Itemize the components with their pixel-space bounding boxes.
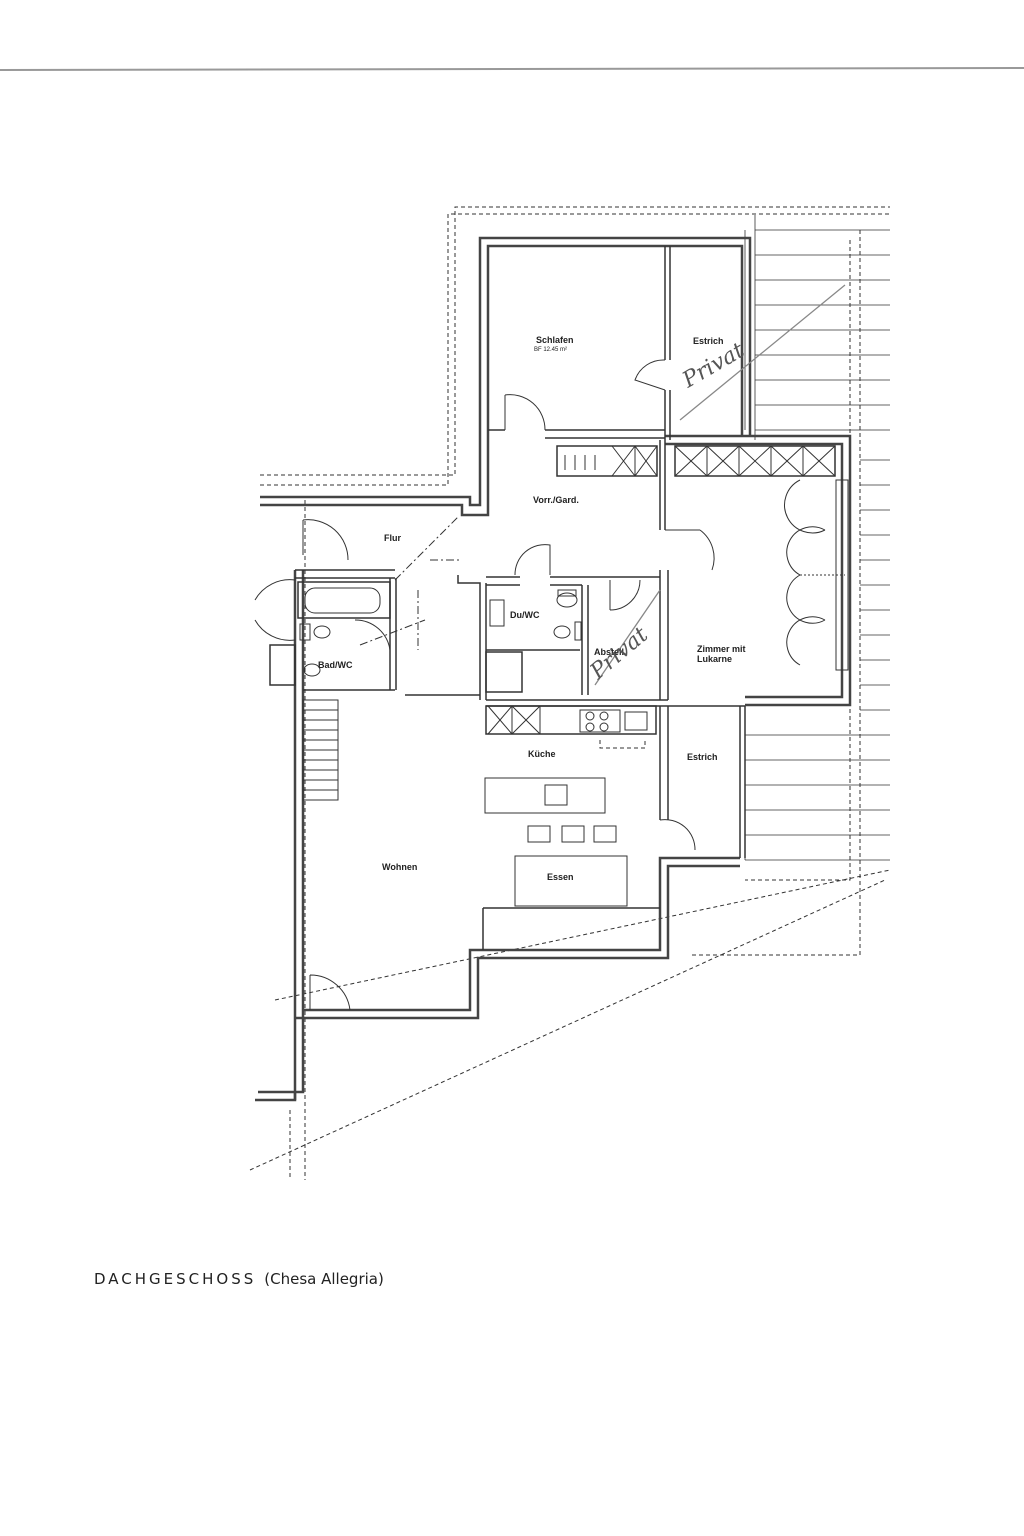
room-wohnen-label: Wohnen bbox=[382, 862, 417, 872]
plan-caption: DACHGESCHOSS (Chesa Allegria) bbox=[94, 1270, 384, 1288]
room-essen-label: Essen bbox=[547, 872, 574, 882]
pencil-marks bbox=[594, 284, 846, 686]
plan-title: DACHGESCHOSS bbox=[94, 1270, 257, 1288]
roof-battens bbox=[744, 215, 890, 861]
room-schlafen-area: BF 12.45 m² bbox=[534, 347, 567, 353]
construction-lines bbox=[359, 516, 460, 650]
room-vorr-label: Vorr./Gard. bbox=[533, 495, 579, 505]
plan-subtitle: (Chesa Allegria) bbox=[264, 1270, 384, 1288]
room-estrich-right-label: Estrich bbox=[687, 752, 718, 762]
doors bbox=[254, 359, 715, 1011]
room-zimmer-label-2: Lukarne bbox=[697, 654, 732, 664]
room-kueche-label: Küche bbox=[528, 749, 556, 759]
room-schlafen-label: Schlafen bbox=[536, 335, 574, 345]
stairs bbox=[302, 699, 339, 801]
privat-annotation-1: Privat bbox=[678, 338, 749, 394]
fixtures bbox=[299, 587, 648, 907]
room-zimmer-label-1: Zimmer mit bbox=[697, 644, 746, 654]
room-duwc-label: Du/WC bbox=[510, 610, 540, 620]
room-estrich-top-label: Estrich bbox=[693, 336, 724, 346]
interior-walls bbox=[269, 246, 836, 950]
room-badwc-label: Bad/WC bbox=[318, 660, 353, 670]
wardrobe-crosses bbox=[487, 445, 836, 735]
dormer-window bbox=[784, 479, 849, 671]
exterior-walls bbox=[255, 236, 852, 1102]
roof-outline bbox=[249, 206, 891, 1180]
room-abstell-label: Abstell. bbox=[594, 647, 627, 657]
room-flur-label: Flur bbox=[384, 533, 401, 543]
scan-edge bbox=[0, 67, 1024, 71]
